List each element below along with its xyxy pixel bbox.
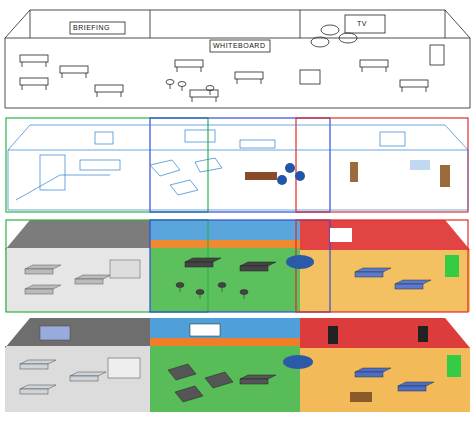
sketch-band bbox=[5, 10, 470, 108]
sketch-label: WHITEBOARD bbox=[212, 42, 266, 50]
sketch-label: BRIEFING bbox=[72, 24, 111, 32]
sketch-label: TV bbox=[356, 20, 368, 28]
